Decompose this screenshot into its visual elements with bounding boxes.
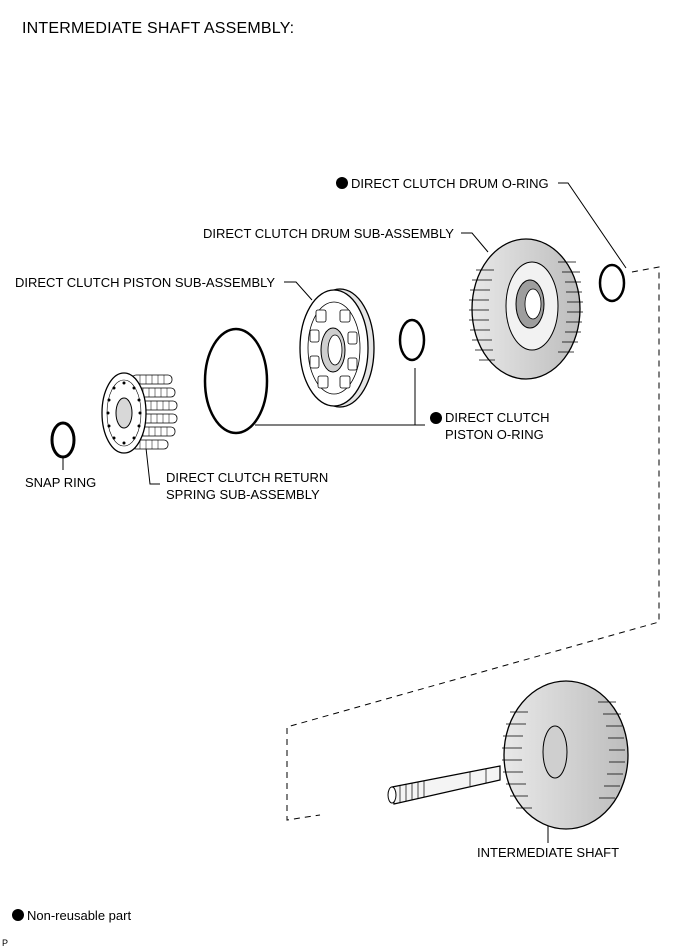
drum-oring-part <box>598 263 626 303</box>
label-piston-oring: DIRECT CLUTCH PISTON O-RING <box>430 409 550 443</box>
label-drum-oring: DIRECT CLUTCH DRUM O-RING <box>336 175 549 192</box>
label-drum-sub-assembly: DIRECT CLUTCH DRUM SUB-ASSEMBLY <box>203 226 454 241</box>
piston-oring-part <box>398 318 426 362</box>
non-reusable-dot-icon <box>430 411 442 424</box>
legend: Non-reusable part <box>12 907 131 924</box>
leader-lines <box>62 182 627 843</box>
diagram-title: INTERMEDIATE SHAFT ASSEMBLY: <box>22 20 295 37</box>
non-reusable-dot-icon <box>12 909 24 921</box>
label-snap-ring: SNAP RING <box>25 475 97 490</box>
legend-text: Non-reusable part <box>27 908 132 923</box>
intermediate-shaft-part <box>387 680 629 830</box>
label-return-spring: DIRECT CLUTCH RETURN SPRING SUB-ASSEMBLY <box>166 470 329 502</box>
label-intermediate-shaft: INTERMEDIATE SHAFT <box>477 845 620 860</box>
non-reusable-dot-icon <box>336 177 348 189</box>
snap-ring-part <box>50 421 76 459</box>
label-piston-sub-assembly: DIRECT CLUTCH PISTON SUB-ASSEMBLY <box>15 275 276 290</box>
large-oring-part <box>203 327 269 435</box>
clutch-drum-part <box>469 238 583 380</box>
return-spring-part <box>101 372 178 454</box>
piston-part <box>299 288 375 408</box>
assembly-path-dashed <box>286 266 660 821</box>
corner-mark: P <box>2 938 9 948</box>
